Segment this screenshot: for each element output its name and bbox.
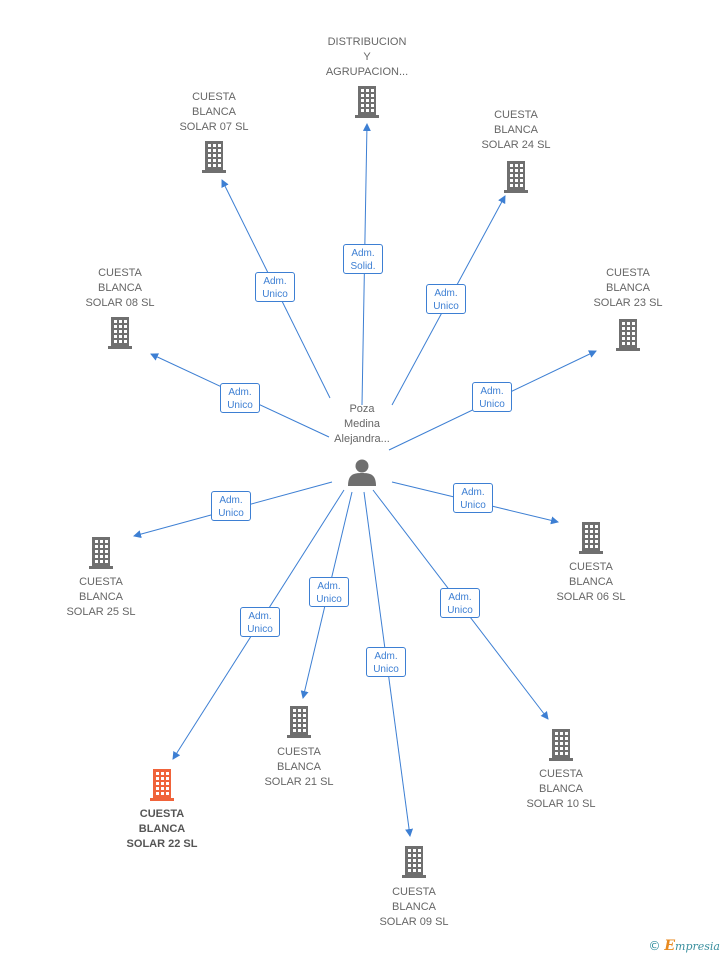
company-label-line: SOLAR 07 SL: [179, 121, 249, 133]
building-icon: [89, 537, 113, 569]
person-name-line: Alejandra...: [334, 433, 390, 445]
company-label-line: BLANCA: [391, 901, 437, 913]
relation-text: Unico: [316, 594, 342, 605]
company-label-line: CUESTA: [277, 746, 321, 758]
relation-badge-solar08: Adm. Unico: [220, 383, 260, 413]
building-icon: [202, 141, 226, 173]
relation-text: Solid.: [350, 261, 376, 272]
company-label-line: CUESTA: [539, 768, 583, 780]
relation-text: Adm.: [248, 611, 272, 622]
relation-text: Unico: [218, 508, 244, 519]
relation-text: Adm.: [480, 386, 504, 397]
company-label-solar10[interactable]: CUESTA BLANCA SOLAR 10 SL: [496, 767, 626, 812]
company-label-solar07[interactable]: CUESTA BLANCA SOLAR 07 SL: [149, 90, 279, 135]
company-label-solar21[interactable]: CUESTA BLANCA SOLAR 21 SL: [234, 745, 364, 790]
company-label-line: BLANCA: [97, 282, 143, 294]
relation-text: Unico: [479, 399, 505, 410]
company-label-line: SOLAR 08 SL: [85, 297, 155, 309]
company-label-distribucion[interactable]: DISTRIBUCION Y AGRUPACION...: [302, 35, 432, 80]
relation-text: Unico: [247, 624, 273, 635]
relation-text: Adm.: [448, 592, 472, 603]
person-name-line: Poza: [349, 403, 375, 415]
company-label-line: SOLAR 10 SL: [526, 798, 596, 810]
company-label-line: CUESTA: [79, 576, 123, 588]
building-icon: [355, 86, 379, 118]
company-label-line: AGRUPACION...: [325, 66, 409, 78]
company-label-line: BLANCA: [538, 783, 584, 795]
company-label-line: CUESTA: [494, 109, 538, 121]
building-icon: [108, 317, 132, 349]
company-label-line: SOLAR 23 SL: [593, 297, 663, 309]
relation-text: Unico: [447, 605, 473, 616]
company-label-line: CUESTA: [139, 808, 185, 820]
company-label-line: SOLAR 06 SL: [556, 591, 626, 603]
building-icon: [402, 846, 426, 878]
relation-text: Unico: [227, 400, 253, 411]
company-label-solar23[interactable]: CUESTA BLANCA SOLAR 23 SL: [563, 266, 693, 311]
company-label-solar08[interactable]: CUESTA BLANCA SOLAR 08 SL: [55, 266, 185, 311]
company-label-solar24[interactable]: CUESTA BLANCA SOLAR 24 SL: [451, 108, 581, 153]
relation-badge-solar09: Adm. Unico: [366, 647, 406, 677]
relation-text: Adm.: [461, 487, 485, 498]
relation-text: Unico: [262, 289, 288, 300]
company-label-solar06[interactable]: CUESTA BLANCA SOLAR 06 SL: [526, 560, 656, 605]
company-label-line: SOLAR 25 SL: [66, 606, 136, 618]
company-label-line: SOLAR 24 SL: [481, 139, 551, 151]
brand-logo-initial: E: [664, 938, 676, 954]
company-label-line: DISTRIBUCION: [327, 36, 407, 48]
company-label-line: BLANCA: [138, 823, 186, 835]
relation-text: Unico: [373, 664, 399, 675]
relation-text: Unico: [460, 500, 486, 511]
relation-text: Adm.: [219, 495, 243, 506]
relation-badge-solar23: Adm. Unico: [472, 382, 512, 412]
company-label-line: Y: [363, 51, 371, 63]
relation-text: Adm.: [374, 651, 398, 662]
relation-text: Adm.: [228, 387, 252, 398]
building-icon: [150, 769, 174, 801]
company-label-line: BLANCA: [568, 576, 614, 588]
relation-text: Adm.: [434, 288, 458, 299]
relation-text: Adm.: [317, 581, 341, 592]
relation-badge-solar25: Adm. Unico: [211, 491, 251, 521]
relation-badge-solar06: Adm. Unico: [453, 483, 493, 513]
building-icon: [549, 729, 573, 761]
copyright-icon: ©: [648, 939, 661, 953]
relation-badge-solar21: Adm. Unico: [309, 577, 349, 607]
company-label-line: BLANCA: [191, 106, 237, 118]
relation-badge-solar24: Adm. Unico: [426, 284, 466, 314]
company-label-solar22[interactable]: CUESTA BLANCA SOLAR 22 SL: [97, 807, 227, 852]
company-label-line: BLANCA: [605, 282, 651, 294]
relation-badge-distribucion: Adm. Solid.: [343, 244, 383, 274]
relation-badge-solar22: Adm. Unico: [240, 607, 280, 637]
relation-text: Adm.: [351, 248, 375, 259]
company-label-line: BLANCA: [276, 761, 322, 773]
company-label-line: SOLAR 21 SL: [264, 776, 334, 788]
relation-badge-solar10: Adm. Unico: [440, 588, 480, 618]
relation-badge-solar07: Adm. Unico: [255, 272, 295, 302]
person-icon: [348, 459, 376, 486]
copyright-notice: © Empresia: [649, 938, 720, 954]
person-name-line: Medina: [343, 418, 381, 430]
company-label-line: SOLAR 09 SL: [379, 916, 449, 928]
company-label-line: CUESTA: [606, 267, 650, 279]
brand-logo-text: mpresia: [675, 940, 720, 953]
company-label-line: CUESTA: [392, 886, 436, 898]
company-label-solar09[interactable]: CUESTA BLANCA SOLAR 09 SL: [349, 885, 479, 930]
building-icon: [579, 522, 603, 554]
company-label-line: CUESTA: [569, 561, 613, 573]
company-label-line: CUESTA: [98, 267, 142, 279]
relation-text: Unico: [433, 301, 459, 312]
building-icon: [504, 161, 528, 193]
relation-text: Adm.: [263, 276, 287, 287]
company-label-solar25[interactable]: CUESTA BLANCA SOLAR 25 SL: [36, 575, 166, 620]
company-label-line: BLANCA: [493, 124, 539, 136]
building-icon: [287, 706, 311, 738]
company-label-line: SOLAR 22 SL: [126, 838, 198, 850]
company-label-line: CUESTA: [192, 91, 236, 103]
company-label-line: BLANCA: [78, 591, 124, 603]
building-icon: [616, 319, 640, 351]
